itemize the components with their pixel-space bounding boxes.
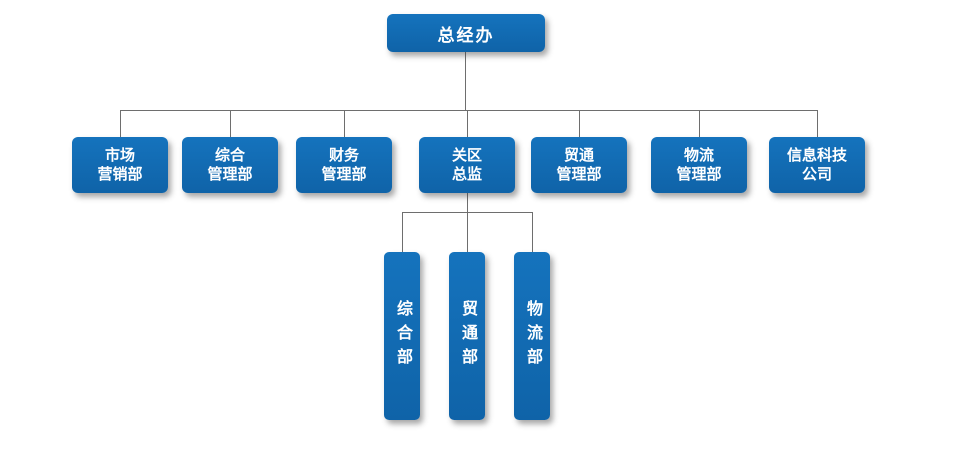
connector-stub (467, 110, 468, 137)
org-box-customs-director: 关区 总监 (419, 137, 515, 193)
connector-stub (467, 212, 468, 252)
connector-director-drop (467, 193, 468, 212)
connector-stub (532, 212, 533, 252)
org-box-it-company: 信息科技 公司 (769, 137, 865, 193)
org-box-marketing-dept: 市场 营销部 (72, 137, 168, 193)
connector-stub (230, 110, 231, 137)
connector-stub (120, 110, 121, 137)
connector-stub (699, 110, 700, 137)
org-box-trade-mgmt-dept: 贸通 管理部 (531, 137, 627, 193)
connector-stub (579, 110, 580, 137)
org-box-logistics-mgmt-dept: 物流 管理部 (651, 137, 747, 193)
connector-stub (402, 212, 403, 252)
org-box-trade-sub-dept: 贸通部 (449, 252, 485, 420)
org-box-general-sub-dept: 综合部 (384, 252, 420, 420)
org-box-general-manager-office: 总经办 (387, 14, 545, 52)
connector-stub (344, 110, 345, 137)
org-box-general-mgmt-dept: 综合 管理部 (182, 137, 278, 193)
connector-stub (817, 110, 818, 137)
org-box-finance-mgmt-dept: 财务 管理部 (296, 137, 392, 193)
connector-level2-rail (120, 110, 817, 111)
connector-root-drop (465, 52, 466, 110)
org-box-logistics-sub-dept: 物流部 (514, 252, 550, 420)
